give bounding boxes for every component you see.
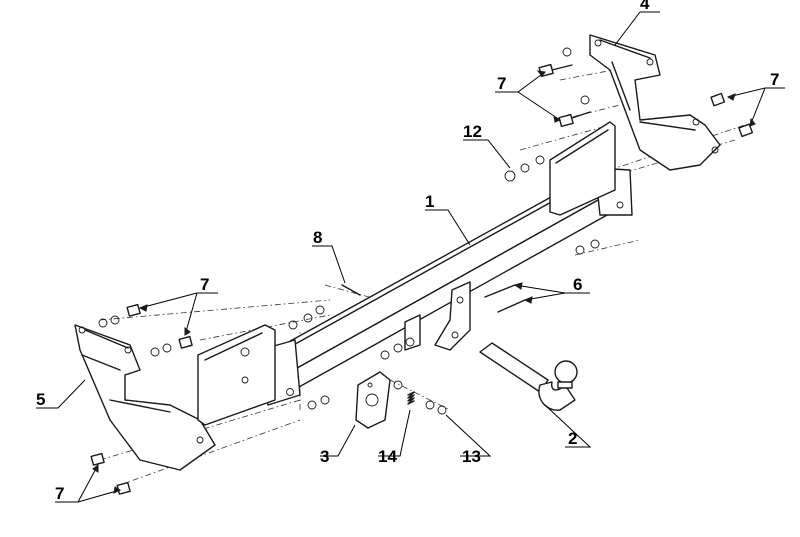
callout-labels: 1 2 3 4 5 6 7 7 7 7 8 12 13 14 [36,0,779,503]
bolts [90,63,754,495]
right-side-bracket [589,34,721,171]
socket-plate [355,371,391,429]
callout-8: 8 [313,228,322,247]
callout-2: 2 [568,429,577,448]
callout-3: 3 [320,447,329,466]
washers-and-nuts [98,47,600,415]
callout-7-bottom: 7 [55,484,64,503]
left-side-bracket [74,324,216,471]
callout-13: 13 [462,447,481,466]
leader-lines [36,11,785,503]
callout-6: 6 [573,275,582,294]
tow-ball-neck [479,342,578,411]
callout-7-right: 7 [770,70,779,89]
callout-7-left: 7 [200,275,209,294]
callout-12: 12 [463,122,482,141]
callout-14: 14 [378,447,397,466]
callout-1: 1 [425,192,434,211]
callout-7-top: 7 [497,74,506,93]
callout-4: 4 [640,0,650,13]
spring [407,391,415,405]
hitch-plate [404,281,471,351]
callout-5: 5 [36,390,45,409]
